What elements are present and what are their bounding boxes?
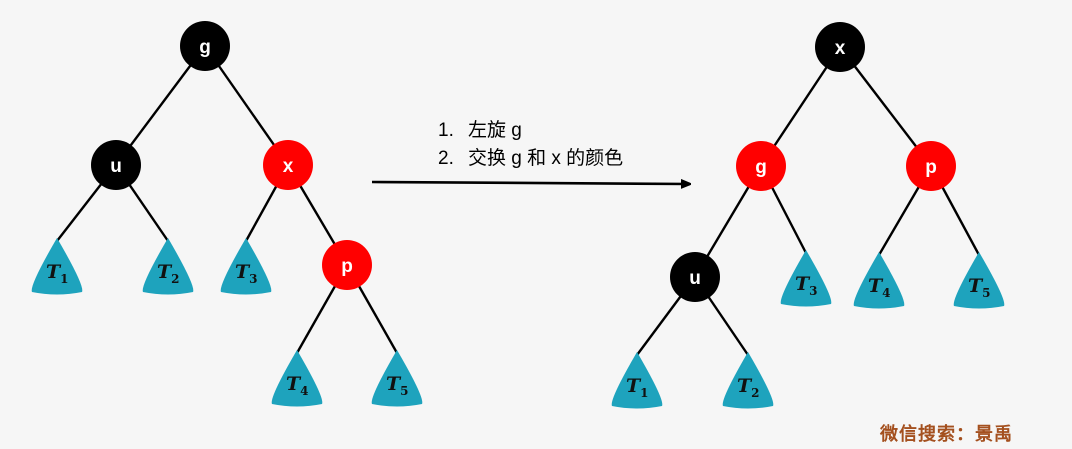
before-subtree-t1-shape	[31, 238, 83, 295]
before-node-u: u	[91, 140, 141, 190]
step-2-number: 2.	[438, 148, 454, 169]
after-subtree-t2-label: T2	[737, 375, 760, 400]
watermark: 微信搜索：景禹	[880, 424, 1013, 445]
after-subtree-t4-label: T4	[868, 275, 891, 300]
after-node-x: x	[815, 22, 865, 72]
after-subtree-t3-label: T3	[795, 273, 818, 298]
step-2-text: 交换 g 和 x 的颜色	[468, 148, 624, 169]
transformation-arrow	[371, 182, 690, 184]
step-1: 1. 左旋 g	[438, 117, 623, 145]
before-node-x-label: x	[283, 156, 294, 177]
before-node-p-label: p	[341, 256, 353, 277]
after-subtree-t1-shape	[611, 352, 663, 409]
before-node-x: x	[263, 140, 313, 190]
after-subtree-t2-shape	[722, 352, 774, 409]
after-subtree-t2: T2	[722, 352, 774, 409]
after-subtree-t1-label: T1	[626, 375, 649, 400]
after-subtree-t5: T5	[953, 252, 1005, 309]
before-subtree-t5-shape	[371, 350, 423, 407]
before-subtree-t2: T2	[142, 238, 194, 295]
after-node-u: u	[670, 252, 720, 302]
before-subtree-t4-label: T4	[286, 373, 309, 398]
before-subtree-t4: T4	[271, 350, 323, 407]
after-subtree-t5-label: T5	[968, 275, 991, 300]
before-subtree-t1-label: T1	[46, 261, 69, 286]
after-node-p: p	[906, 141, 956, 191]
before-subtree-t3-label: T3	[235, 261, 258, 286]
after-subtree-t3: T3	[780, 250, 832, 307]
after-node-g: g	[736, 141, 786, 191]
before-node-g: g	[180, 21, 230, 71]
after-subtree-t4: T4	[853, 252, 905, 309]
before-subtree-t2-shape	[142, 238, 194, 295]
transformation-steps: 1. 左旋 g 2. 交换 g 和 x 的颜色	[438, 117, 623, 173]
before-subtree-t1: T1	[31, 238, 83, 295]
step-1-number: 1.	[438, 120, 454, 141]
after-subtree-t1: T1	[611, 352, 663, 409]
after-node-g-label: g	[755, 157, 767, 178]
before-node-p-circle	[322, 240, 372, 290]
after-subtree-t5-shape	[953, 252, 1005, 309]
after-node-u-label: u	[689, 268, 701, 289]
after-node-x-label: x	[835, 38, 846, 59]
after-node-p-label: p	[925, 157, 937, 178]
after-subtree-t4-shape	[853, 252, 905, 309]
before-node-p: p	[322, 240, 372, 290]
after-subtree-t3-shape	[780, 250, 832, 307]
before-subtree-t5-label: T5	[386, 373, 409, 398]
after-node-g-circle	[736, 141, 786, 191]
before-subtree-t5: T5	[371, 350, 423, 407]
before-node-g-circle	[180, 21, 230, 71]
before-subtree-t4-shape	[271, 350, 323, 407]
before-subtree-t2-label: T2	[157, 261, 180, 286]
before-subtree-t3: T3	[220, 238, 272, 295]
after-node-x-circle	[815, 22, 865, 72]
before-node-u-label: u	[110, 156, 122, 177]
step-1-text: 左旋 g	[468, 120, 522, 141]
before-node-u-circle	[91, 140, 141, 190]
before-node-x-circle	[263, 140, 313, 190]
after-node-p-circle	[906, 141, 956, 191]
step-2: 2. 交换 g 和 x 的颜色	[438, 145, 623, 173]
after-node-u-circle	[670, 252, 720, 302]
before-subtree-t3-shape	[220, 238, 272, 295]
before-node-g-label: g	[199, 37, 211, 58]
